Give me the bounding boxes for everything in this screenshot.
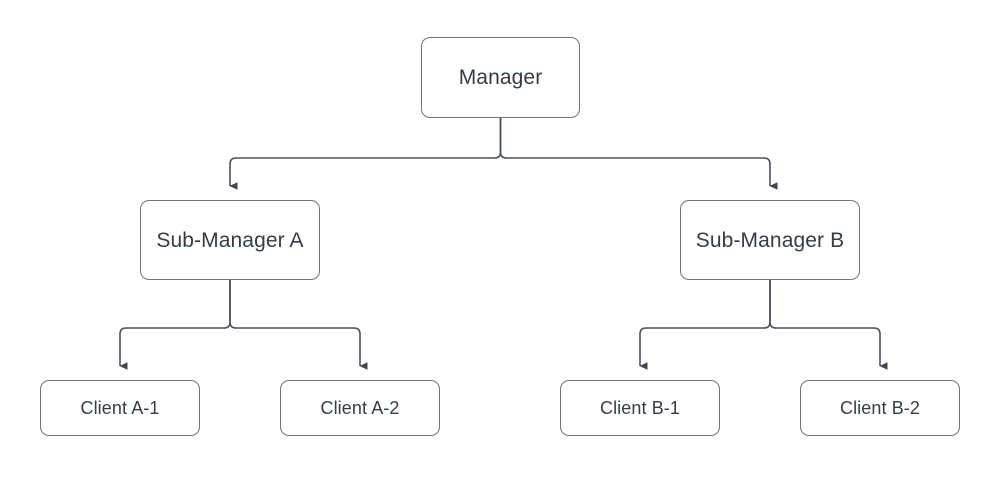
edge-sub-b-client-b1: [639, 280, 771, 370]
node-client-b1[interactable]: Client B-1: [560, 380, 720, 436]
node-sub-manager-b-label: Sub-Manager B: [695, 228, 845, 252]
node-client-a2[interactable]: Client A-2: [280, 380, 440, 436]
node-client-a1[interactable]: Client A-1: [40, 380, 200, 436]
edge-sub-a-client-a2: [229, 280, 368, 370]
node-sub-manager-a-label: Sub-Manager A: [156, 228, 304, 252]
node-client-b2-label: Client B-2: [839, 398, 921, 418]
node-client-a1-label: Client A-1: [80, 398, 160, 418]
node-client-b1-label: Client B-1: [599, 398, 681, 418]
edge-manager-sub-a: [229, 118, 502, 190]
edge-sub-a-client-a1: [119, 280, 231, 370]
node-client-a2-label: Client A-2: [320, 398, 400, 418]
node-sub-manager-b[interactable]: Sub-Manager B: [680, 200, 860, 280]
edge-manager-sub-b: [499, 118, 778, 190]
node-sub-manager-a[interactable]: Sub-Manager A: [140, 200, 320, 280]
edge-sub-b-client-b2: [769, 280, 888, 370]
node-client-b2[interactable]: Client B-2: [800, 380, 960, 436]
node-manager-label: Manager: [458, 66, 543, 89]
node-manager[interactable]: Manager: [421, 37, 580, 118]
